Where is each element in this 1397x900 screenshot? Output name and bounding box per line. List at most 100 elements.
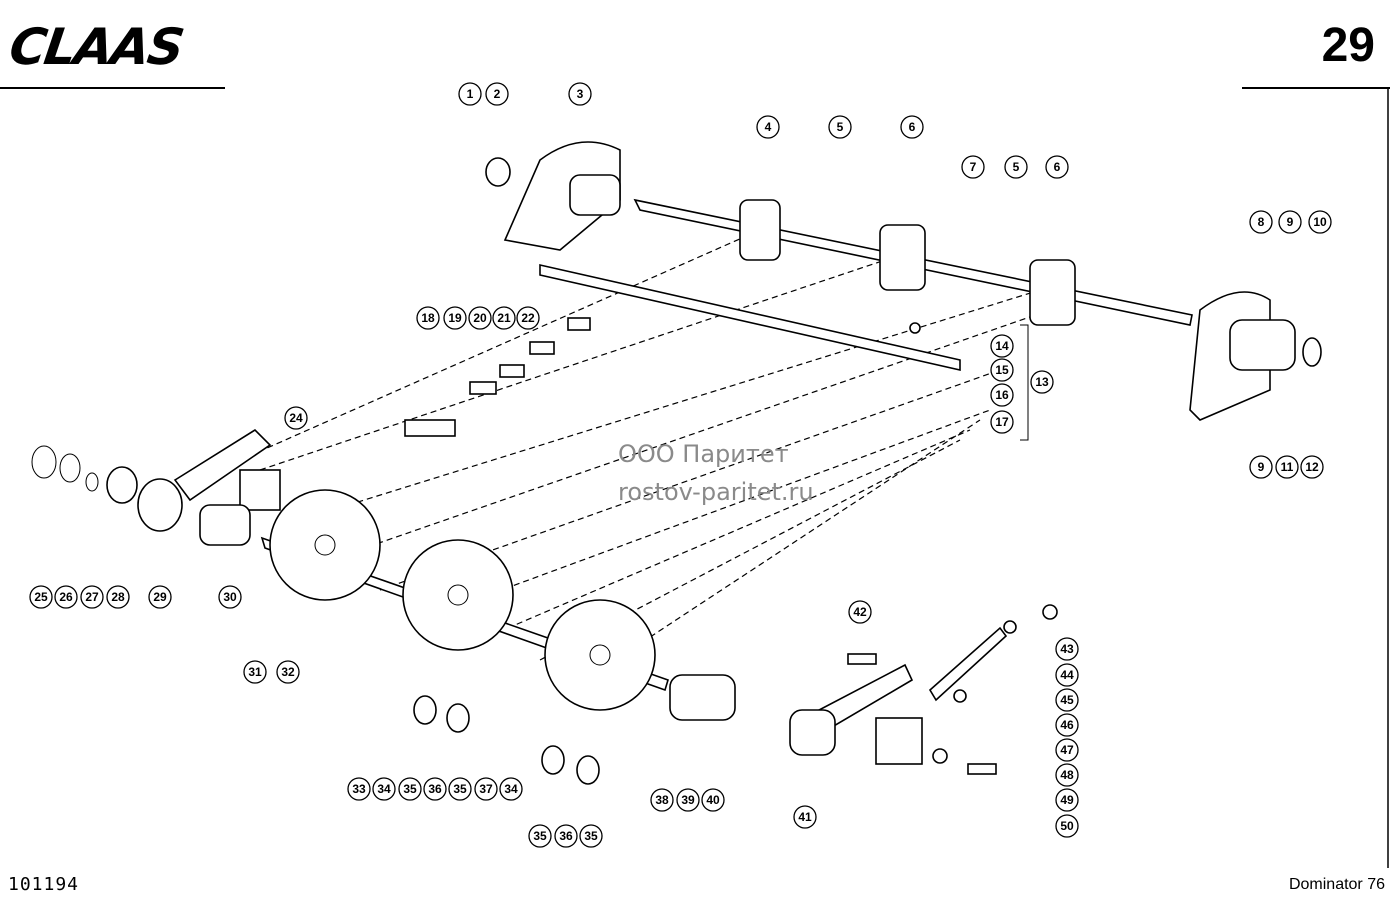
callout-34b: 34 (499, 777, 523, 801)
slat-bar (539, 263, 961, 372)
bearing-28 (106, 466, 138, 504)
callout-41: 41 (793, 805, 817, 829)
callout-11: 11 (1275, 455, 1299, 479)
upper-shaft (633, 198, 1193, 326)
callout-36a: 36 (423, 777, 447, 801)
svg-text:35: 35 (533, 829, 547, 843)
callout-40: 40 (701, 788, 725, 812)
wheel-32 (269, 489, 381, 601)
svg-text:27: 27 (85, 590, 99, 604)
svg-text:36: 36 (559, 829, 573, 843)
svg-text:13: 13 (1035, 375, 1049, 389)
svg-text:28: 28 (111, 590, 125, 604)
svg-text:15: 15 (995, 363, 1009, 377)
block-24 (239, 469, 281, 511)
clip-20 (499, 364, 525, 378)
svg-text:47: 47 (1060, 743, 1074, 757)
bearing-2 (485, 157, 511, 187)
svg-text:16: 16 (995, 388, 1009, 402)
sleeve-38 (669, 674, 736, 721)
callout-8: 8 (1249, 210, 1273, 234)
svg-text:4: 4 (765, 120, 772, 134)
svg-text:14: 14 (995, 339, 1009, 353)
svg-text:41: 41 (798, 810, 812, 824)
sprocket-4 (739, 199, 781, 261)
callout-20: 20 (468, 306, 492, 330)
callout-16: 16 (990, 383, 1014, 407)
callout-35a: 35 (398, 777, 422, 801)
callout-19: 19 (443, 306, 467, 330)
nut-43 (1042, 604, 1058, 620)
svg-text:34: 34 (504, 782, 518, 796)
clip-22 (567, 317, 591, 331)
callout-24: 24 (284, 406, 308, 430)
svg-text:36: 36 (428, 782, 442, 796)
svg-text:43: 43 (1060, 642, 1074, 656)
lower-right-drive (669, 604, 1058, 775)
arm-29 (173, 428, 272, 502)
svg-text:10: 10 (1313, 215, 1327, 229)
svg-text:34: 34 (377, 782, 391, 796)
svg-text:50: 50 (1060, 819, 1074, 833)
svg-text:1: 1 (467, 87, 474, 101)
svg-text:26: 26 (59, 590, 73, 604)
bolt-42 (847, 653, 877, 665)
callout-42: 42 (848, 600, 872, 624)
svg-text:6: 6 (909, 120, 916, 134)
bracket-13 (1020, 324, 1029, 441)
callout-21: 21 (492, 306, 516, 330)
bolt-48 (967, 763, 997, 775)
page-number: 29 (1321, 19, 1375, 72)
callout-6a: 6 (900, 115, 924, 139)
callout-7: 7 (961, 155, 985, 179)
callout-35d: 35 (579, 824, 603, 848)
callout-27: 27 (80, 585, 104, 609)
svg-text:37: 37 (479, 782, 493, 796)
svg-text:19: 19 (448, 311, 462, 325)
svg-text:11: 11 (1281, 460, 1294, 474)
callout-5b: 5 (1004, 155, 1028, 179)
callout-3: 3 (568, 82, 592, 106)
bushing-36a (413, 695, 437, 725)
svg-text:33: 33 (352, 782, 366, 796)
svg-text:48: 48 (1060, 768, 1074, 782)
callout-5a: 5 (828, 115, 852, 139)
rod-44 (928, 626, 1008, 702)
callout-18: 18 (416, 306, 440, 330)
callout-37: 37 (474, 777, 498, 801)
callout-22: 22 (516, 306, 540, 330)
callout-48: 48 (1055, 763, 1079, 787)
callout-14: 14 (990, 334, 1014, 358)
svg-text:18: 18 (421, 311, 435, 325)
svg-text:42: 42 (853, 605, 867, 619)
ring-12 (1302, 337, 1322, 367)
callout-1: 1 (458, 82, 482, 106)
callout-4: 4 (756, 115, 780, 139)
svg-text:31: 31 (248, 665, 262, 679)
washer-44 (1003, 620, 1017, 634)
callout-2: 2 (485, 82, 509, 106)
callout-35b: 35 (448, 777, 472, 801)
callout-13: 13 (1030, 370, 1054, 394)
bushing-29 (137, 478, 183, 532)
clip-21 (529, 341, 555, 355)
svg-text:25: 25 (34, 590, 48, 604)
callout-12: 12 (1300, 455, 1324, 479)
svg-text:46: 46 (1060, 718, 1074, 732)
wheel-37 (402, 539, 514, 651)
svg-text:17: 17 (995, 415, 1009, 429)
svg-text:5: 5 (837, 120, 844, 134)
watermark-company: ООО Паритет (618, 440, 789, 468)
svg-text:22: 22 (521, 311, 535, 325)
callout-36b: 36 (554, 824, 578, 848)
callout-29: 29 (148, 585, 172, 609)
callout-50: 50 (1055, 814, 1079, 838)
svg-text:20: 20 (473, 311, 487, 325)
sleeve-30 (199, 504, 251, 546)
bushing-41 (789, 709, 836, 756)
callout-35c: 35 (528, 824, 552, 848)
callout-34a: 34 (372, 777, 396, 801)
svg-text:8: 8 (1258, 215, 1265, 229)
sprocket-6a (879, 224, 926, 291)
